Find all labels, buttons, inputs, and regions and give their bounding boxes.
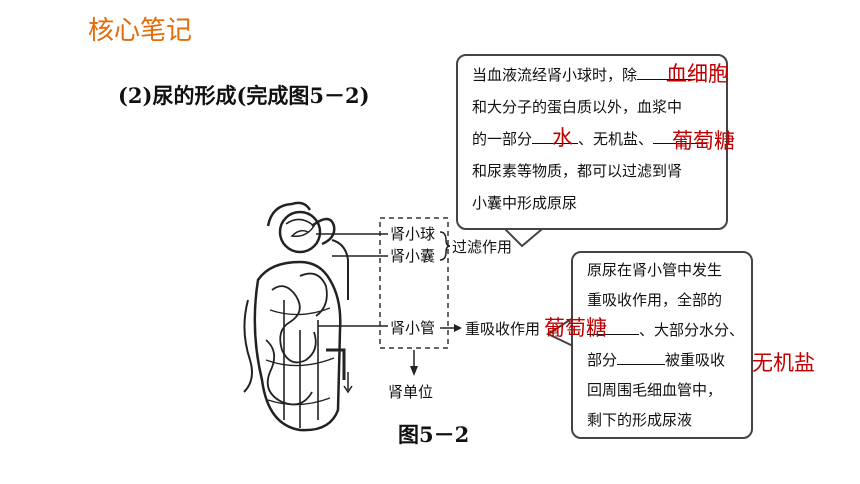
reabsorption-arrowhead (454, 324, 462, 332)
top-bubble: 当血液流经肾小球时，除 和大分子的蛋白质以外，血浆中 的一部分、无机盐、 和尿素… (456, 54, 728, 230)
bottom-bubble-line3: 、大部分水分、 (587, 319, 744, 340)
top-bubble-line1: 当血液流经肾小球时，除 (472, 64, 694, 85)
bottom-bubble: 原尿在肾小管中发生 重吸收作用，全部的 、大部分水分、 部分被重吸收 回周围毛细… (571, 251, 753, 439)
nephron-arrowhead (410, 366, 418, 376)
bottom-bubble-line2: 重吸收作用，全部的 (587, 291, 723, 309)
top-bubble-line2: 和大分子的蛋白质以外，血浆中 (472, 98, 683, 116)
top-bubble-line5: 小囊中形成原尿 (472, 194, 578, 212)
label-reabsorption: 重吸收作用 (465, 320, 541, 338)
answer-inorganic-salt: 无机盐 (752, 351, 815, 375)
label-filtration: 过滤作用 (452, 238, 513, 256)
label-nephron: 肾单位 (388, 383, 434, 401)
answer-blood-cell: 血细胞 (666, 62, 729, 86)
bottom-bubble-line4: 部分被重吸收 (587, 351, 726, 369)
filtration-brace (439, 231, 451, 261)
top-bubble-line4: 和尿素等物质，都可以过滤到肾 (472, 162, 683, 180)
answer-glucose-bottom: 葡萄糖 (544, 316, 607, 340)
section-subtitle: (2)尿的形成(完成图5－2) (118, 83, 370, 108)
bottom-bubble-tail (545, 317, 574, 347)
answer-water: 水 (552, 126, 573, 150)
label-glomerulus: 肾小球 (390, 225, 436, 243)
page-title: 核心笔记 (88, 16, 193, 46)
label-tubule: 肾小管 (390, 319, 436, 337)
top-bubble-line3: 的一部分、无机盐、 (472, 128, 708, 149)
glomerulus-shape (278, 210, 322, 254)
bottom-bubble-line6: 剩下的形成尿液 (587, 411, 693, 429)
bottom-bubble-line1: 原尿在肾小管中发生 (587, 261, 723, 279)
label-capsule: 肾小囊 (390, 247, 436, 265)
answer-glucose-top: 葡萄糖 (672, 129, 735, 153)
bottom-bubble-line5: 回周围毛细血管中， (587, 381, 723, 399)
figure-caption: 图5－2 (398, 422, 470, 447)
nephron-illustration (243, 201, 353, 432)
